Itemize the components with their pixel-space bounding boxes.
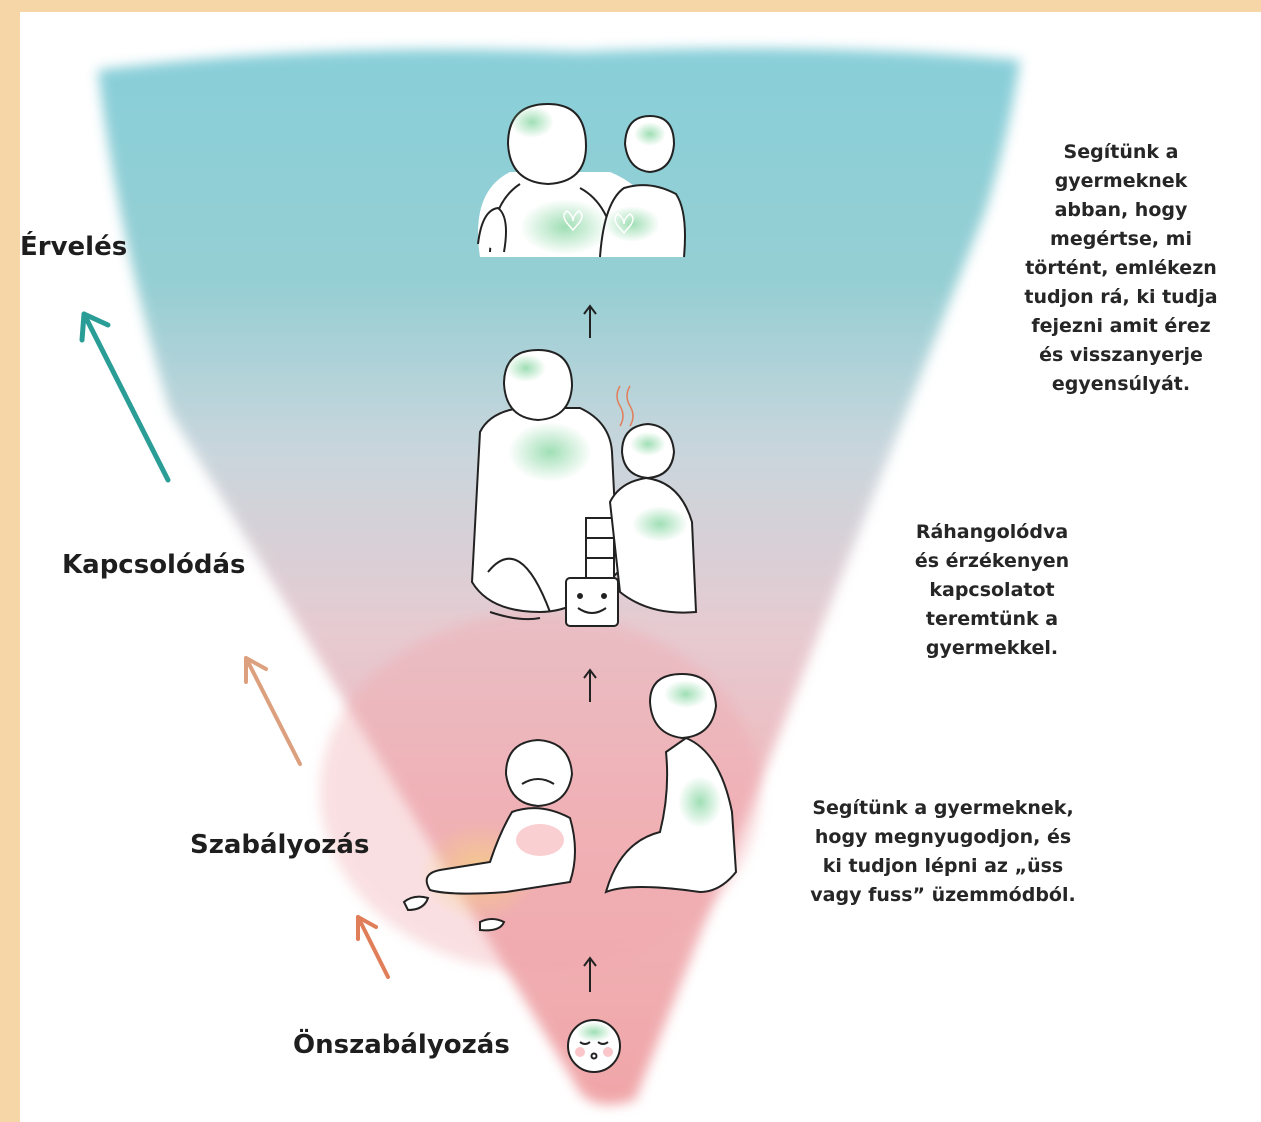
description-line: és visszanyerje	[1039, 344, 1203, 366]
diagram-frame: Érvelés Kapcsolódás Szabályozás Önszabál…	[20, 12, 1261, 1122]
description-line: hogy megnyugodjon, és	[814, 826, 1072, 848]
up-arrow	[583, 668, 597, 702]
growth-arrow-regulation	[356, 915, 390, 979]
description-line: gyermekkel.	[925, 637, 1059, 659]
regulation-illustration	[402, 672, 738, 932]
description-line: történt, emlékezn	[1025, 257, 1217, 279]
reasoning-illustration	[477, 102, 686, 258]
description-regulation: Segítünk a gyermeknek, hogy megnyugodjon…	[788, 794, 1098, 910]
description-connection: Ráhangolódva és érzékenyen kapcsolatot t…	[872, 518, 1112, 663]
up-arrow	[583, 304, 597, 338]
description-line: és érzékenyen	[914, 550, 1070, 572]
stage-label-reasoning: Érvelés	[20, 232, 128, 262]
description-line: abban, hogy	[1054, 199, 1188, 221]
stage-label-self-regulation: Önszabályozás	[293, 1030, 510, 1060]
description-line: kapcsolatot	[929, 579, 1055, 601]
description-line: vagy fuss” üzemmódból.	[810, 884, 1076, 906]
description-line: Segítünk a gyermeknek,	[812, 797, 1074, 819]
description-line: Ráhangolódva	[915, 521, 1069, 543]
description-line: tudjon rá, ki tudja	[1024, 286, 1218, 308]
description-line: fejezni amit érez	[1031, 315, 1211, 337]
development-pyramid	[79, 48, 1020, 1105]
growth-arrow-connection	[244, 656, 302, 766]
up-arrow	[583, 956, 597, 992]
description-line: megértse, mi	[1050, 228, 1192, 250]
description-line: ki tudjon lépni az „üss	[822, 855, 1064, 877]
description-reasoning: Segítünk a gyermeknek abban, hogy megért…	[990, 138, 1252, 399]
growth-arrow-reasoning	[79, 311, 171, 483]
stage-label-regulation: Szabályozás	[190, 830, 370, 860]
description-line: Segítünk a	[1063, 141, 1179, 163]
description-line: teremtünk a	[925, 608, 1059, 630]
description-line: egyensúlyát.	[1051, 373, 1191, 395]
stage-label-connection: Kapcsolódás	[62, 550, 246, 580]
self-regulation-face	[567, 1019, 621, 1073]
connection-illustration	[470, 348, 698, 627]
description-line: gyermeknek	[1054, 170, 1188, 192]
